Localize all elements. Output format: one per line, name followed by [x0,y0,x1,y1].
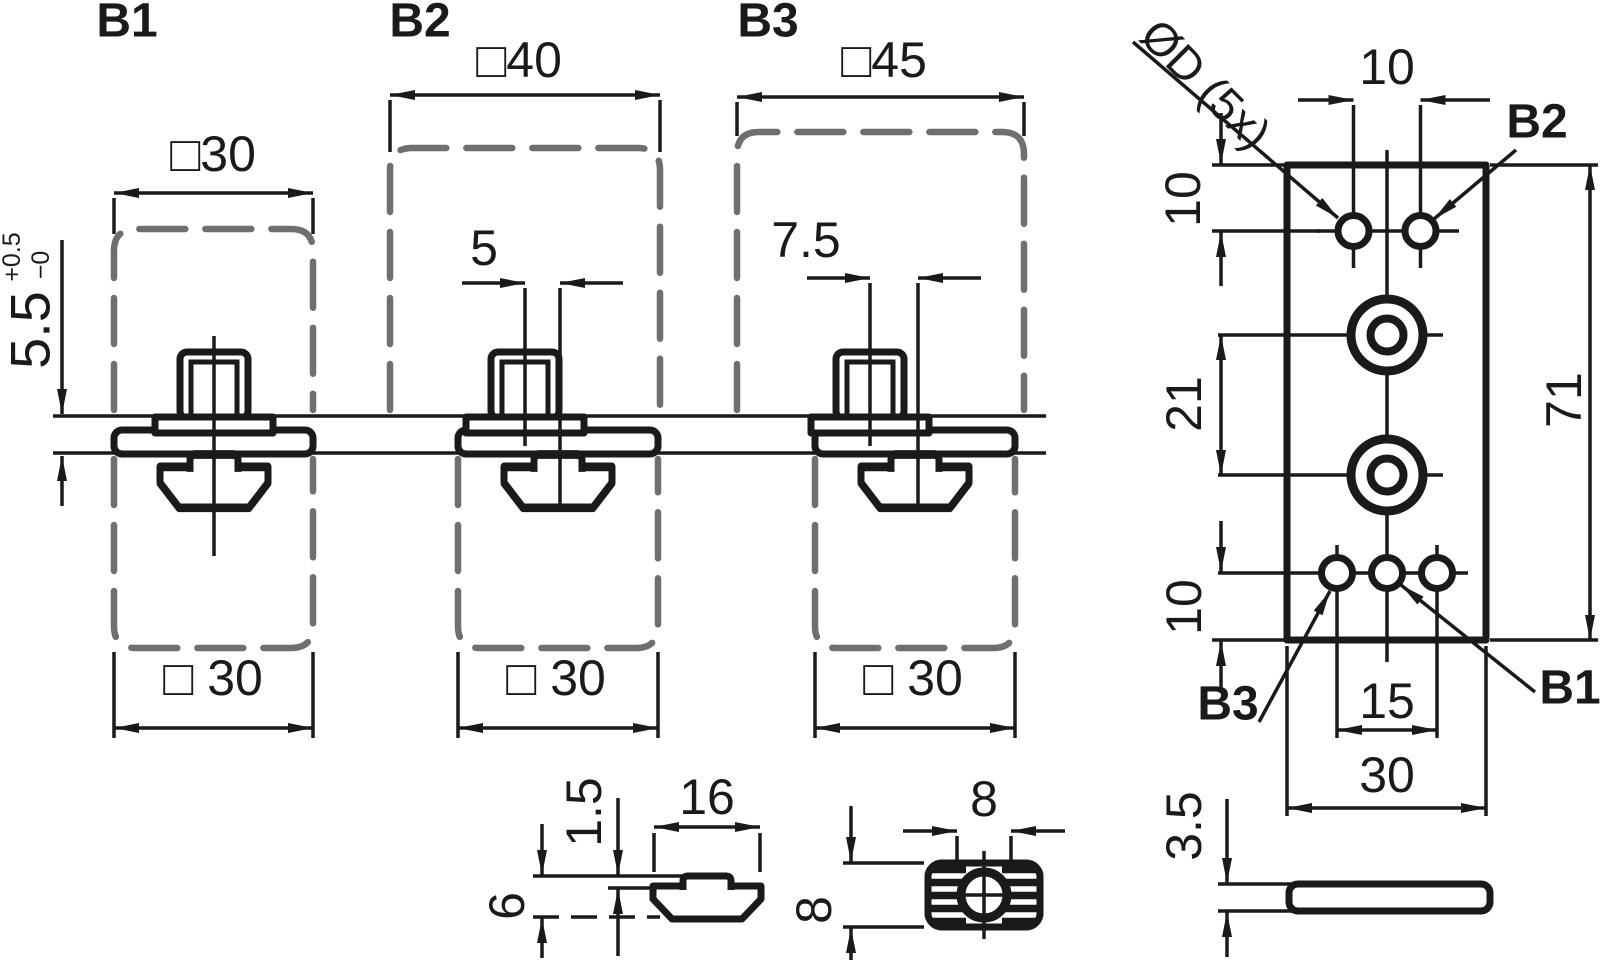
dim-top-size-b3: □45 [841,32,927,88]
note-hole-diameter: ØD (5x) [1131,9,1282,160]
dim-top-hole-pitch: 10 [1359,39,1415,95]
plate-hole-view: 10 10 21 10 71 15 30 3.5 ØD (5x) B2 B3 B… [1131,9,1600,957]
variant-label-b3: B3 [737,0,798,48]
profile-bottom-b3 [811,455,1019,652]
dim-nut-bore-width: 8 [970,771,998,827]
dim-group-b2: B2 □40 5 □ 30 [388,0,662,738]
dim-nut-length: 16 [679,769,735,825]
assembly-b3 [811,352,1019,508]
ref-label-b3: B3 [1197,678,1258,731]
dim-stack-tol-minus: −0 [27,251,55,280]
dim-bottom-hole-pitch: 15 [1359,673,1415,729]
t-nut-side-view: 16 1.5 6 [479,769,761,958]
profile-bottom-b2 [454,455,662,652]
dim-offset-b3: 7.5 [771,212,841,268]
dim-top-edge-dist: 10 [1155,171,1211,227]
dim-bottom-edge-dist: 10 [1156,579,1212,635]
dim-bottom-size-b2: □ 30 [506,650,606,706]
dim-cbore-pitch: 21 [1156,376,1212,432]
dim-top-size-b1: □30 [170,126,256,182]
t-nut-b2 [504,454,612,507]
t-nut-side-shape [653,876,761,919]
profile-top-b1 [110,225,317,414]
dim-nut-lip: 1.5 [556,777,612,847]
t-nut-front-view: 8 8 [786,771,1065,960]
dim-plate-height: 71 [1536,372,1592,428]
dim-offset-b2: 5 [470,220,498,276]
profile-top-b3 [733,128,1028,414]
profile-outlines [110,128,1028,652]
t-nut-b3 [861,454,969,507]
dim-nut-front-height: 8 [786,896,842,924]
dim-plate-width: 30 [1359,747,1415,803]
dim-plate-thickness: 3.5 [1156,791,1212,861]
variant-label-b1: B1 [96,0,157,48]
profile-top-b2 [386,144,664,414]
dim-nut-height: 6 [479,892,535,920]
dim-group-b3: B3 □45 7.5 □ 30 [735,0,1026,738]
dim-group-b1: B1 □30 □ 30 [96,0,315,738]
dim-stack-value: 5.5 [0,291,62,369]
variant-label-b2: B2 [389,0,450,48]
hole-bottom-center [1368,554,1406,592]
dim-bottom-size-b3: □ 30 [863,650,963,706]
assembly-b2 [454,352,662,508]
dim-stack-height: 5.5 +0.5 −0 [0,232,67,506]
dim-stack-tol-plus: +0.5 [0,232,26,281]
hole-bottom-right [1418,554,1456,592]
dim-bottom-size-b1: □ 30 [163,650,263,706]
ref-label-b1: B1 [1539,662,1600,715]
dim-top-size-b2: □40 [476,32,562,88]
hole-top-left [1334,212,1373,250]
profile-bottom-b1 [110,455,317,652]
ref-label-b2: B2 [1506,96,1567,149]
hole-bottom-left [1318,554,1356,592]
hole-top-right [1401,212,1440,250]
plate-side-view [1285,880,1494,915]
